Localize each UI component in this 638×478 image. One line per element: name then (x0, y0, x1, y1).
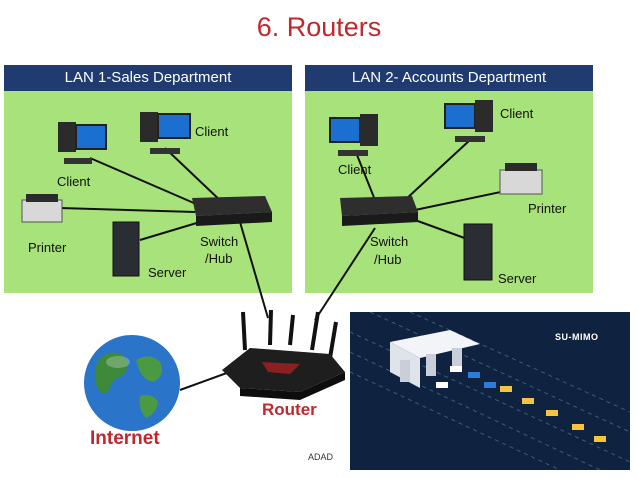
lan1-client-top-computer (140, 112, 191, 154)
internet-label: Internet (90, 428, 160, 449)
lan2-printer (499, 163, 543, 195)
lan1-client-top-label: Client (195, 124, 229, 139)
lan2-switch-label-line1: Switch (370, 234, 409, 249)
lan2-printer-label: Printer (528, 201, 567, 216)
lan2-cables (314, 139, 511, 321)
lan1-printer (21, 194, 63, 223)
lan2-client-left-label: Client (338, 162, 372, 177)
lan2-switch (340, 196, 418, 226)
lan2-switch-label-line2: /Hub (374, 252, 402, 267)
lan1-header: LAN 1-Sales Department (4, 65, 292, 91)
lan1-panel: LAN 1-Sales Department (4, 65, 292, 293)
lan2-client-top-computer (444, 100, 493, 142)
adad-caption: ADAD (308, 452, 334, 462)
lan2-server-label: Server (498, 271, 537, 286)
su-mimo-illustration (350, 312, 630, 470)
lan1-cables (59, 147, 269, 319)
router-label: Router (262, 400, 317, 419)
su-mimo-title: SU-MIMO (555, 332, 599, 342)
lan1-switch-label-line1: Switch (200, 234, 239, 249)
lan1-switch-label-line2: /Hub (205, 251, 233, 266)
lan1-client-left-computer (58, 122, 107, 164)
su-mimo-image: SU-MIMO (350, 312, 630, 470)
router-device (222, 309, 345, 400)
lan2-header: LAN 2- Accounts Department (305, 65, 593, 91)
lan2-client-left-computer (329, 114, 378, 156)
lan2-server (463, 223, 493, 281)
lan1-printer-label: Printer (28, 240, 67, 255)
internet-globe (84, 335, 180, 431)
lan1-server (112, 221, 140, 277)
slide-title: 6. Routers (256, 12, 382, 42)
lan1-switch (192, 196, 272, 226)
lan1-server-label: Server (148, 265, 187, 280)
lan2-client-top-label: Client (500, 106, 534, 121)
lan1-client-left-label: Client (57, 174, 91, 189)
